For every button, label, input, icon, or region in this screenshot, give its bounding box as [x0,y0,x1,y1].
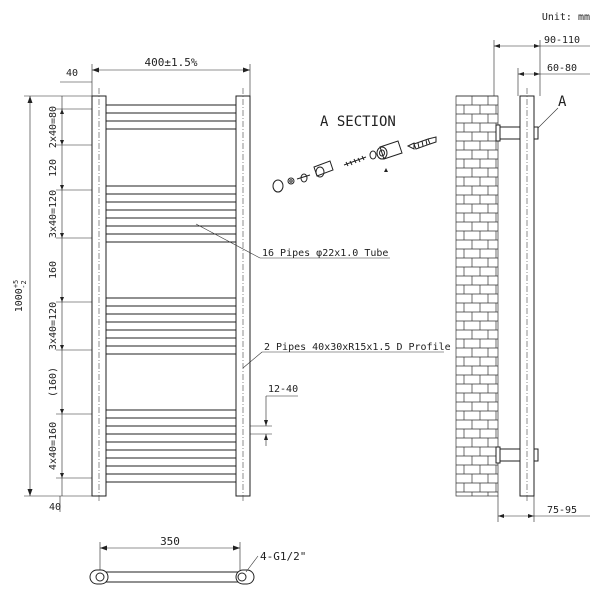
tube [105,313,237,323]
bottom-profile [93,571,251,583]
tube [105,217,237,227]
tube [105,120,237,130]
side-view: 90-110 60-80 A 75-95 [455,35,590,522]
pipes-callout: 16 Pipes φ22x1.0 Tube [262,248,388,259]
bottom-bracket [497,448,521,462]
side-dimension-outer: 90-110 [544,35,580,46]
profile-callout: 2 Pipes 40x30xR15x1.5 D Profile [264,342,451,353]
connection-callout: 4-G1/2" [260,550,306,563]
tube [105,201,237,211]
side-dimension-bottom: 75-95 [547,505,577,516]
wall-plug [413,138,431,150]
section-marker: A [558,94,567,110]
connection-port [95,572,105,582]
end-cap [272,179,284,193]
group-dimension: 160 [48,261,59,279]
top-margin-dimension: 40 [66,68,78,79]
tube [105,329,237,339]
unit-label: Unit: mm [542,12,590,23]
tube [105,473,237,483]
tube [105,233,237,243]
callouts: 16 Pipes φ22x1.0 Tube 2 Pipes 40x30xR15x… [195,223,451,369]
tubes [105,104,237,483]
connection-port [237,572,247,582]
front-view: 400±1.5% 40 [12,56,298,513]
group-dimension: 2x40=80 [48,106,59,148]
gap-dimension: 12-40 [268,384,298,395]
section-title: A SECTION [320,114,396,130]
group-dimension: 3x40=120 [48,302,59,350]
group-dimension: 3x40=120 [48,190,59,238]
tube [105,297,237,307]
group-dimension: 4x40=160 [48,422,59,470]
section-a-exploded: A SECTION [272,114,437,193]
bottom-view: 350 4-G1/2" [89,535,306,585]
height-dimension: 1000 [14,288,25,312]
width-dimension: 400±1.5% [145,56,198,69]
height-tolerance-upper: +5 [12,280,20,288]
group-dimension: 120 [48,159,59,177]
height-tolerance-lower: -2 [20,280,28,288]
tube [105,104,237,114]
tube [105,345,237,355]
tube [105,409,237,419]
tube [105,441,237,451]
group-dimension: (160) [48,367,59,397]
svg-text:1000+5-2: 1000+5-2 [12,280,28,313]
top-bracket [497,126,521,140]
bottom-margin-dimension: 40 [49,502,61,513]
tube [105,457,237,467]
tube [105,185,237,195]
bracket-tube [379,140,403,160]
side-dimension-inner: 60-80 [547,63,577,74]
brick-wall [455,95,499,497]
tube [105,425,237,435]
bottom-width-dimension: 350 [160,535,180,548]
